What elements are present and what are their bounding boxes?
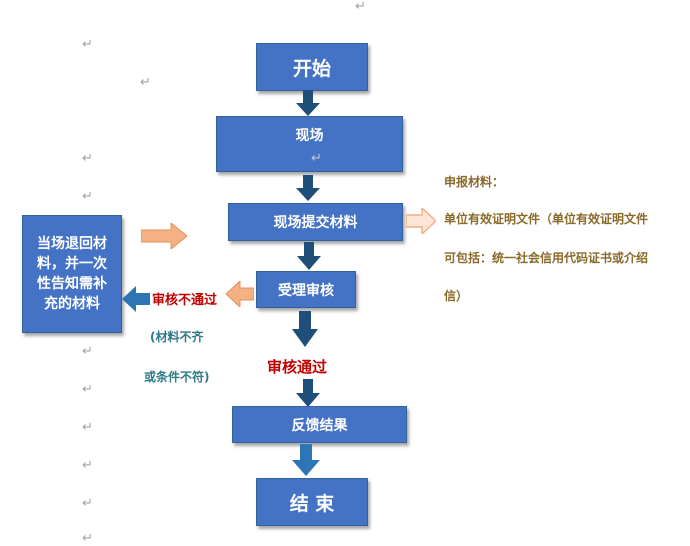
onsite-label: 现场 [295, 128, 324, 144]
left-arrow [122, 286, 150, 312]
reason-note-line-1: (材料不齐 [150, 330, 204, 344]
down-arrow [296, 175, 320, 201]
down-arrow [297, 242, 321, 270]
review-not-passed-label: 审核不通过 [152, 293, 218, 308]
materials-line-3: 可包括：统一社会信用代码证书或介绍 [444, 251, 649, 265]
start-box: 开始 [256, 43, 368, 91]
paragraph-mark-left: ↵ [82, 531, 93, 546]
end-box: 结 束 [256, 478, 368, 526]
paragraph-mark-left: ↵ [82, 151, 93, 166]
paragraph-mark-left: ↵ [140, 75, 151, 90]
right-arrow [141, 223, 187, 249]
return-materials-box: 当场退回材料，并一次性告知需补充的材料 [22, 215, 122, 333]
review-passed-label: 审核通过 [267, 358, 328, 376]
materials-line-4: 信） [444, 289, 469, 303]
paragraph-mark-top: ↵ [355, 0, 366, 14]
review-box: 受理审核 [256, 271, 356, 308]
reason-note-line-2: 或条件不符) [144, 370, 210, 384]
paragraph-mark-left: ↵ [82, 189, 93, 204]
down-arrow [296, 379, 320, 407]
end-label: 结 束 [289, 492, 335, 515]
right-arrow [406, 208, 436, 234]
submit-materials-box: 现场提交材料 [228, 203, 403, 241]
start-label: 开始 [292, 57, 331, 80]
paragraph-mark-left: ↵ [82, 37, 93, 52]
paragraph-mark-left: ↵ [82, 344, 93, 359]
review-label: 受理审核 [278, 282, 334, 299]
down-arrow [292, 444, 320, 476]
paragraph-mark: ↵ [311, 151, 322, 166]
down-arrow [296, 90, 320, 116]
materials-line-2: 单位有效证明文件（单位有效证明文件 [444, 212, 649, 226]
feedback-label: 反馈结果 [291, 417, 348, 434]
paragraph-mark-left: ↵ [82, 382, 93, 397]
onsite-box: 现场 [216, 116, 403, 172]
left-arrow [226, 281, 254, 307]
paragraph-mark-left: ↵ [82, 496, 93, 511]
down-arrow [292, 311, 318, 347]
paragraph-mark-left: ↵ [82, 420, 93, 435]
feedback-box: 反馈结果 [232, 406, 407, 443]
return-materials-label: 当场退回材料，并一次性告知需补充的材料 [37, 236, 107, 312]
materials-line-1: 申报材料： [444, 175, 505, 189]
submit-materials-label: 现场提交材料 [273, 215, 358, 231]
paragraph-mark-left: ↵ [82, 458, 93, 473]
